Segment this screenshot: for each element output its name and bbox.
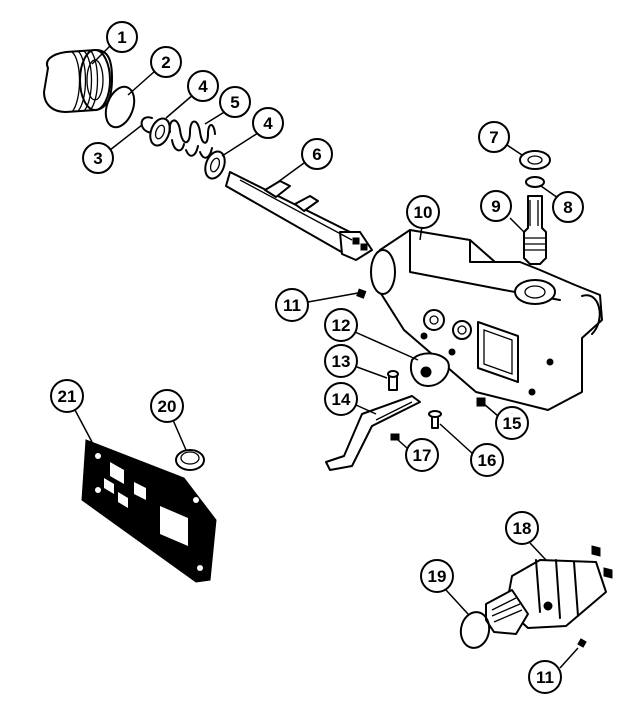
callout-7: 7 [478, 121, 510, 153]
callout-label: 8 [563, 198, 572, 217]
callout-label: 14 [332, 390, 351, 409]
callout-label: 7 [489, 128, 498, 147]
callout-11b: 11 [528, 660, 562, 694]
part-plug-a [356, 288, 367, 299]
callout-6: 6 [301, 138, 333, 170]
callout-label: 11 [536, 668, 554, 687]
callout-label: 4 [198, 77, 208, 96]
callout-label: 5 [230, 93, 239, 112]
callout-14: 14 [324, 382, 358, 416]
callout-label: 12 [332, 316, 351, 335]
callout-10: 10 [406, 195, 440, 229]
callout-label: 6 [312, 145, 321, 164]
callout-20: 20 [150, 389, 184, 423]
callout-17: 17 [405, 438, 439, 472]
part-spring [168, 119, 216, 159]
part-o-ring-small [525, 176, 545, 188]
callout-label: 15 [503, 414, 522, 433]
callout-21: 21 [50, 379, 84, 413]
part-washer-a [149, 117, 171, 147]
part-o-ring-large [104, 85, 136, 129]
part-lever [325, 395, 421, 471]
part-spool-shaft [225, 171, 373, 261]
part-disc [175, 449, 205, 471]
part-plug-b [476, 397, 486, 407]
callout-label: 2 [161, 53, 170, 72]
part-cam [410, 352, 450, 387]
callout-5: 5 [219, 86, 251, 118]
callout-label: 10 [414, 203, 433, 222]
callout-label: 18 [513, 519, 532, 538]
callout-3: 3 [82, 142, 114, 174]
callout-16: 16 [470, 443, 504, 477]
part-solenoid [485, 545, 613, 635]
part-nut [390, 433, 400, 441]
part-valve-plunger [523, 195, 547, 265]
part-plug-c [577, 638, 587, 648]
callout-4a: 4 [187, 70, 219, 102]
callout-label: 1 [117, 28, 126, 47]
callout-label: 16 [478, 451, 497, 470]
callout-label: 13 [332, 352, 351, 371]
callout-18: 18 [505, 511, 539, 545]
part-ring-top [519, 150, 551, 170]
callout-19: 19 [420, 559, 454, 593]
part-pin [387, 370, 399, 391]
callout-label: 20 [158, 397, 177, 416]
callout-11a: 11 [275, 288, 309, 322]
callout-label: 3 [93, 149, 102, 168]
part-o-ring-medium [459, 611, 491, 649]
callout-label: 4 [263, 114, 273, 133]
callout-4b: 4 [252, 107, 284, 139]
part-cap-threaded [43, 49, 113, 113]
part-gasket [81, 439, 217, 583]
part-valve-body [370, 229, 603, 411]
callout-label: 9 [491, 197, 500, 216]
callout-label: 21 [58, 387, 77, 406]
callout-13: 13 [324, 344, 358, 378]
part-washer-b [204, 150, 226, 180]
callout-15: 15 [495, 406, 529, 440]
callout-12: 12 [324, 308, 358, 342]
callout-label: 11 [283, 296, 301, 315]
callout-9: 9 [480, 190, 512, 222]
callout-label: 19 [428, 567, 447, 586]
callout-label: 17 [413, 446, 432, 465]
part-screw [428, 410, 442, 429]
callout-1: 1 [106, 21, 138, 53]
callout-8: 8 [552, 191, 584, 223]
callout-2: 2 [150, 46, 182, 78]
